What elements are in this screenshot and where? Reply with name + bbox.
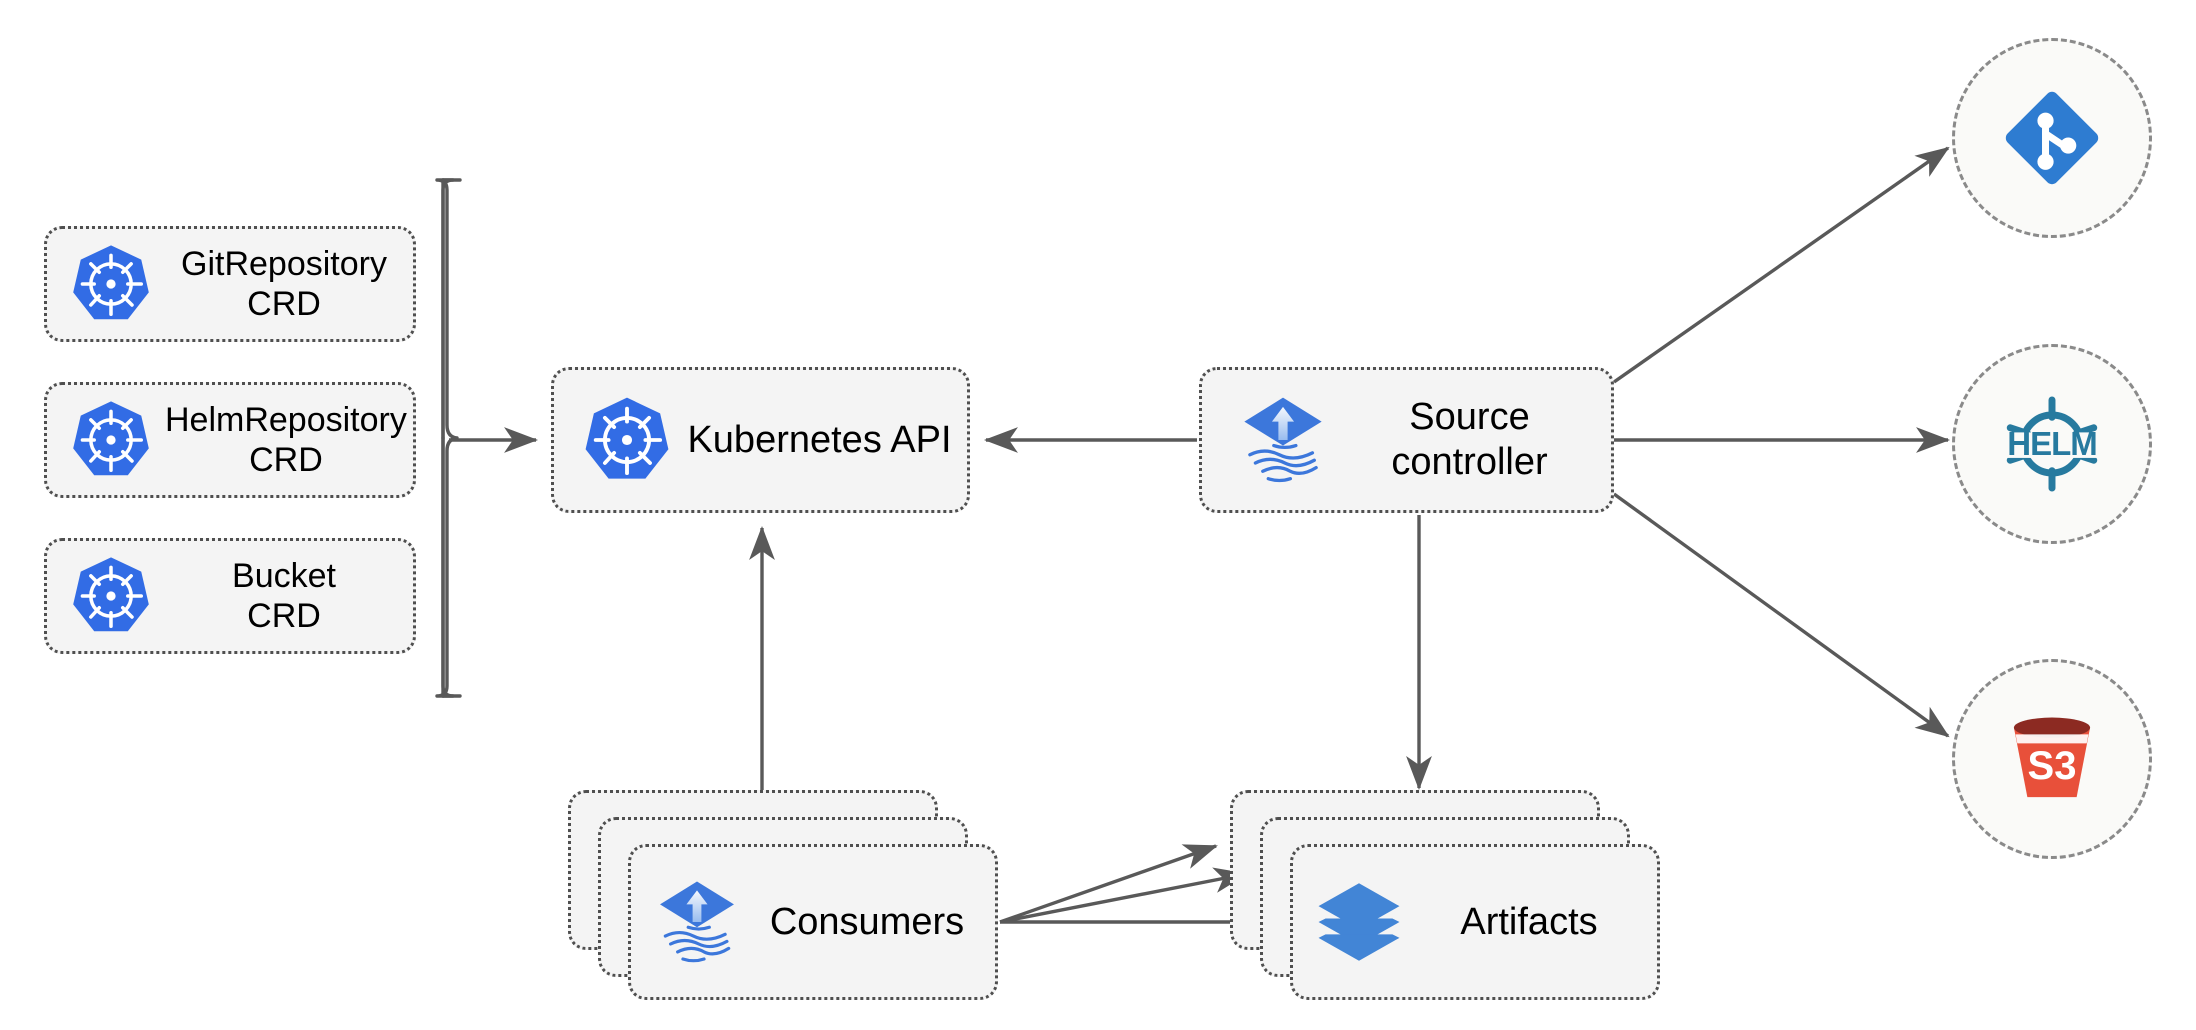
kubernetes-icon <box>57 554 165 638</box>
node-label: Bucket CRD <box>232 556 336 635</box>
node-consumers[interactable]: Consumers <box>568 790 998 1000</box>
layers-icon <box>1307 878 1411 966</box>
external-node-s3[interactable]: S3 <box>1952 659 2152 859</box>
node-label: Source controller <box>1391 396 1548 483</box>
external-node-helm[interactable]: HELM <box>1952 344 2152 544</box>
consumers-stack-layer-front[interactable]: Consumers <box>628 844 998 1000</box>
kubernetes-icon <box>57 398 165 482</box>
node-gitrepository-crd[interactable]: GitRepository CRD <box>44 226 416 342</box>
node-label: Consumers <box>769 900 965 943</box>
s3-label: S3 <box>2027 743 2077 788</box>
edge-consumers-to-artifacts-1 <box>999 844 1218 924</box>
node-bucket-crd[interactable]: Bucket CRD <box>44 538 416 654</box>
git-icon <box>1998 84 2106 192</box>
external-node-git[interactable] <box>1952 38 2152 238</box>
crd-group-bracket <box>435 178 462 698</box>
artifacts-stack-layer-front[interactable]: Artifacts <box>1290 844 1660 1000</box>
node-label: GitRepository CRD <box>181 244 387 323</box>
kubernetes-icon <box>57 242 165 326</box>
node-helmrepository-crd[interactable]: HelmRepository CRD <box>44 382 416 498</box>
edge-source-controller-to-git <box>1613 146 1950 384</box>
helm-icon: HELM <box>1994 386 2110 502</box>
helm-label: HELM <box>2007 425 2098 462</box>
node-source-controller[interactable]: Source controller <box>1199 367 1614 513</box>
node-kubernetes-api[interactable]: Kubernetes API <box>551 367 970 513</box>
node-label: Kubernetes API <box>687 418 952 461</box>
edge-consumers-to-artifacts-2 <box>999 867 1249 924</box>
node-label: Artifacts <box>1460 900 1598 943</box>
s3-icon: S3 <box>1996 703 2108 815</box>
node-artifacts[interactable]: Artifacts <box>1230 790 1660 1000</box>
node-label: HelmRepository CRD <box>165 400 407 479</box>
flux-icon <box>1228 394 1338 486</box>
edge-source-controller-to-s3 <box>1613 492 1950 738</box>
flux-icon <box>645 878 749 966</box>
kubernetes-icon <box>572 394 682 486</box>
